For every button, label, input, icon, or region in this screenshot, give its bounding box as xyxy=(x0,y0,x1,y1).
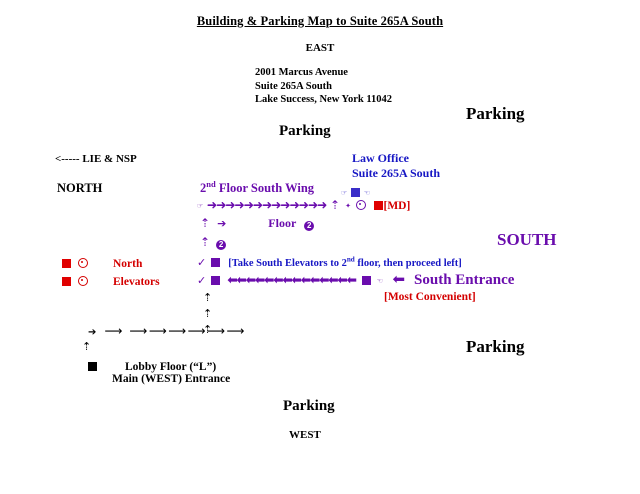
check-icon: ✓ xyxy=(197,256,207,269)
floor-two-row-secondary: ⇡ 2 xyxy=(200,233,227,251)
elevators-marker-row: Elevators xyxy=(62,272,160,290)
lobby-up-arrow-1: ⇡ xyxy=(203,291,213,304)
north-marker-row: North xyxy=(62,254,142,272)
corridor-arrows-left: ⬅⬅⬅⬅⬅⬅⬅⬅⬅⬅⬅⬅⬅⬅ xyxy=(227,272,357,287)
second-floor-number: 2 xyxy=(200,181,207,195)
north-square-icon xyxy=(62,259,71,268)
parking-label-top-right: Parking xyxy=(466,104,525,123)
highway-label: <----- LIE & NSP xyxy=(55,153,137,165)
compass-north: NORTH xyxy=(57,181,103,195)
floor-two-row: ⇡ ➔ Floor 2 xyxy=(200,214,315,232)
elevators-square-icon xyxy=(62,277,71,286)
corridor-up-arrow-icon: ⇡ xyxy=(330,198,341,212)
floor-two-label: Floor xyxy=(268,216,297,230)
take-elevators-instruction: [Take South Elevators to 2nd floor, then… xyxy=(228,255,462,269)
lobby-arrows-right: ⟶ ⟶⟶⟶⟶⟶⟶ xyxy=(104,323,246,338)
address-block: 2001 Marcus Avenue Suite 265A South Lake… xyxy=(255,66,392,107)
suite-square-icon xyxy=(350,188,360,197)
south-entrance-label: South Entrance xyxy=(414,272,515,288)
north-target-icon xyxy=(78,258,88,268)
address-line-2: Suite 265A South xyxy=(255,80,333,92)
lobby-entry-up-arrow: ⇡ xyxy=(82,340,92,353)
floor-two-number-icon: 2 xyxy=(304,221,315,231)
law-office-line-1: Law Office xyxy=(352,151,409,165)
compass-east: EAST xyxy=(305,42,335,54)
law-office-block: Law Office Suite 265A South xyxy=(352,151,440,180)
take-elevators-row: ✓ [Take South Elevators to 2nd floor, th… xyxy=(197,253,462,271)
compass-west: WEST xyxy=(289,429,321,441)
elevator-square-icon-2 xyxy=(211,276,221,285)
suite-marker-group: ☞ ☜ xyxy=(341,183,370,201)
lobby-up-arrow-3: ⇡ xyxy=(203,323,213,336)
md-square-icon xyxy=(374,201,384,210)
south-entrance-arrow-icon: ⬅ xyxy=(392,270,406,288)
elevator-square-icon xyxy=(211,258,221,267)
entrance-square-icon xyxy=(361,276,371,285)
parking-label-bottom-middle: Parking xyxy=(283,398,335,414)
address-line-1: 2001 Marcus Avenue xyxy=(255,67,348,78)
south-entrance-row: ✓ ⬅⬅⬅⬅⬅⬅⬅⬅⬅⬅⬅⬅⬅⬅ ☜ ⬅ South Entrance xyxy=(197,270,514,289)
secondary-floor-number-icon: 2 xyxy=(216,240,227,250)
lobby-floor-row: Lobby Floor (“L”) xyxy=(88,357,216,375)
main-entrance-label: Main (WEST) Entrance xyxy=(112,373,231,385)
floor-two-diagonal-arrow-icon: ➔ xyxy=(217,217,227,230)
parking-label-lower-right: Parking xyxy=(466,337,525,356)
elevators-target-icon xyxy=(78,276,88,286)
corridor-target-icon xyxy=(356,200,367,210)
second-floor-rest: Floor South Wing xyxy=(215,181,315,195)
lobby-floor-label: Lobby Floor (“L”) xyxy=(125,361,217,373)
lobby-square-icon xyxy=(88,362,97,371)
parking-label-upper-middle: Parking xyxy=(279,123,331,139)
entrance-pointer-icon: ☜ xyxy=(376,277,383,285)
lobby-up-arrow-2: ⇡ xyxy=(203,307,213,320)
page-title: Building & Parking Map to Suite 265A Sou… xyxy=(196,14,444,28)
law-office-line-2: Suite 265A South xyxy=(352,165,441,180)
corridor-row-top: ☞ ➜➜➜➜➜➜➜➜➜➜➜➜➜ ⇡ ✦ [MD] xyxy=(197,196,410,214)
most-convenient-label: [Most Convenient] xyxy=(384,291,476,303)
md-label: [MD] xyxy=(383,200,411,212)
corridor-arrows-right: ➜➜➜➜➜➜➜➜➜➜➜➜➜ xyxy=(206,197,328,212)
second-floor-south-wing-label: 2nd Floor South Wing xyxy=(200,178,315,196)
secondary-up-arrow-icon: ⇡ xyxy=(200,235,211,249)
lobby-corridor-row: ➔ ⟶ ⟶⟶⟶⟶⟶⟶ xyxy=(88,322,246,340)
address-line-3: Lake Success, New York 11042 xyxy=(255,94,392,105)
corridor-start-pointer-icon: ☞ xyxy=(197,202,203,210)
check-icon-2: ✓ xyxy=(197,274,207,287)
pointer-left-icon: ☞ xyxy=(341,189,347,197)
floor-two-up-arrow-icon: ⇡ xyxy=(200,216,211,230)
corridor-marker-icon: ✦ xyxy=(345,202,351,210)
pointer-right-icon: ☜ xyxy=(363,189,370,197)
north-marker-label: North xyxy=(113,258,143,270)
lobby-diagonal-arrow-icon: ➔ xyxy=(88,327,97,338)
second-floor-ordinal: nd xyxy=(206,178,216,189)
elevators-marker-label: Elevators xyxy=(113,276,160,288)
compass-south: SOUTH xyxy=(497,230,557,249)
